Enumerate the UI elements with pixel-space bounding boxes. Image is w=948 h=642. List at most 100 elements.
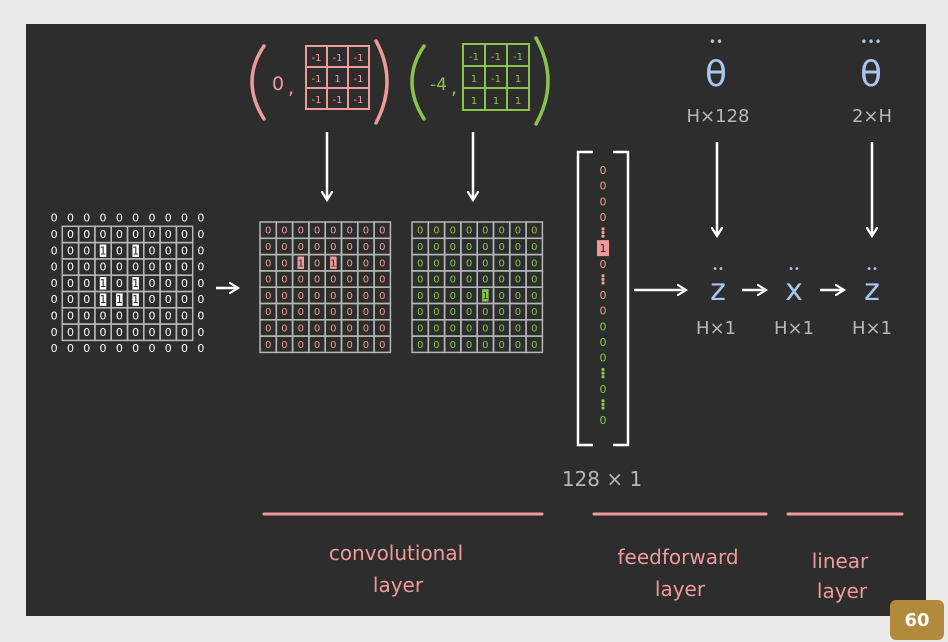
cell-value: 0 — [132, 342, 139, 355]
cell-value: 0 — [466, 340, 472, 351]
grid-cell — [175, 323, 194, 342]
cell-value: 0 — [515, 291, 521, 302]
x2-dots: •• — [788, 264, 800, 275]
cell-value: -1 — [333, 95, 343, 106]
cell-value: 0 — [379, 291, 385, 302]
cell-value: 0 — [515, 275, 521, 286]
cell-value: 0 — [281, 291, 287, 302]
cell-value: -1 — [333, 53, 343, 64]
cell-value: 0 — [83, 244, 90, 257]
cell-value: 0 — [379, 307, 385, 318]
cell-value: 0 — [346, 275, 352, 286]
cell-value: 0 — [433, 340, 439, 351]
cell-value: 0 — [51, 326, 58, 339]
cell-value: 0 — [281, 242, 287, 253]
page-number-badge: 60 — [890, 600, 944, 640]
cell-value: 1 — [132, 277, 139, 290]
cell-value: 0 — [281, 307, 287, 318]
cell-value: 0 — [67, 212, 74, 225]
highlight-cell — [482, 289, 489, 302]
theta2-dots: •• — [709, 35, 723, 49]
cell-value: 0 — [346, 242, 352, 253]
cell-value: 1 — [493, 96, 499, 107]
cell-value: 0 — [298, 226, 304, 237]
vector-entry: 0 — [600, 305, 607, 318]
cell-value: 0 — [83, 326, 90, 339]
cell-value: 0 — [363, 307, 369, 318]
cell-value: 0 — [51, 342, 58, 355]
cell-value: 0 — [531, 324, 537, 335]
cell-value: 0 — [148, 212, 155, 225]
cell-value: 0 — [181, 342, 188, 355]
vector-entry: 0 — [600, 211, 607, 224]
vector-highlight — [597, 240, 609, 257]
cell-value: 0 — [132, 326, 139, 339]
cell-value: 0 — [165, 244, 172, 257]
cell-value: 0 — [417, 324, 423, 335]
cell-value: 0 — [346, 226, 352, 237]
cell-value: 0 — [450, 291, 456, 302]
cell-value: 0 — [116, 277, 123, 290]
grid-cell — [525, 335, 544, 354]
theta3-dims: 2×H — [852, 106, 892, 127]
cell-value: 0 — [515, 340, 521, 351]
cell-value: 0 — [379, 258, 385, 269]
cell-value: 0 — [417, 226, 423, 237]
highlight-cell — [297, 256, 305, 269]
cell-value: 0 — [265, 242, 271, 253]
cell-value: 0 — [433, 258, 439, 269]
cell-value: 0 — [83, 293, 90, 306]
vector-entry: 0 — [600, 258, 607, 271]
cell-value: 0 — [498, 242, 504, 253]
cell-value: 1 — [330, 258, 336, 269]
cell-value: 0 — [132, 228, 139, 241]
highlight-cell — [99, 277, 107, 290]
cell-value: 0 — [531, 291, 537, 302]
cell-value: 0 — [165, 293, 172, 306]
cell-value: 1 — [515, 96, 521, 107]
cell-value: 0 — [466, 324, 472, 335]
cell-value: 1 — [471, 74, 477, 85]
cell-value: 0 — [466, 291, 472, 302]
cell-value: 0 — [450, 275, 456, 286]
cell-value: 0 — [181, 228, 188, 241]
cell-value: 0 — [515, 324, 521, 335]
cell-value: 0 — [165, 212, 172, 225]
pink-kernel-comma: , — [288, 77, 294, 99]
cell-value: 0 — [265, 324, 271, 335]
cell-value: 0 — [330, 242, 336, 253]
cell-value: 0 — [498, 258, 504, 269]
cell-value: 0 — [417, 340, 423, 351]
cell-value: 0 — [181, 277, 188, 290]
cell-value: 0 — [450, 307, 456, 318]
z2-symbol: z — [710, 273, 726, 308]
cell-value: 0 — [498, 340, 504, 351]
highlight-cell — [132, 277, 139, 290]
cell-value: 0 — [298, 340, 304, 351]
ellipsis-dot — [601, 399, 605, 403]
cell-value: 0 — [100, 261, 107, 274]
cell-value: 0 — [100, 228, 107, 241]
cell-value: 0 — [165, 261, 172, 274]
cell-value: 0 — [417, 275, 423, 286]
cell-value: 0 — [148, 261, 155, 274]
cell-value: 0 — [498, 275, 504, 286]
cell-value: 0 — [515, 307, 521, 318]
cell-value: 0 — [67, 244, 74, 257]
cell-value: 1 — [116, 293, 123, 306]
cell-value: 0 — [363, 242, 369, 253]
cell-value: 0 — [531, 242, 537, 253]
cell-value: 0 — [197, 277, 204, 290]
vector-entry: 0 — [600, 289, 607, 302]
cell-value: 0 — [466, 258, 472, 269]
cell-value: 0 — [51, 212, 58, 225]
cell-value: 0 — [379, 242, 385, 253]
cell-value: 0 — [450, 226, 456, 237]
cell-value: 1 — [298, 258, 304, 269]
cell-value: -1 — [469, 52, 479, 63]
cell-value: 0 — [165, 310, 172, 323]
cell-value: 0 — [181, 261, 188, 274]
